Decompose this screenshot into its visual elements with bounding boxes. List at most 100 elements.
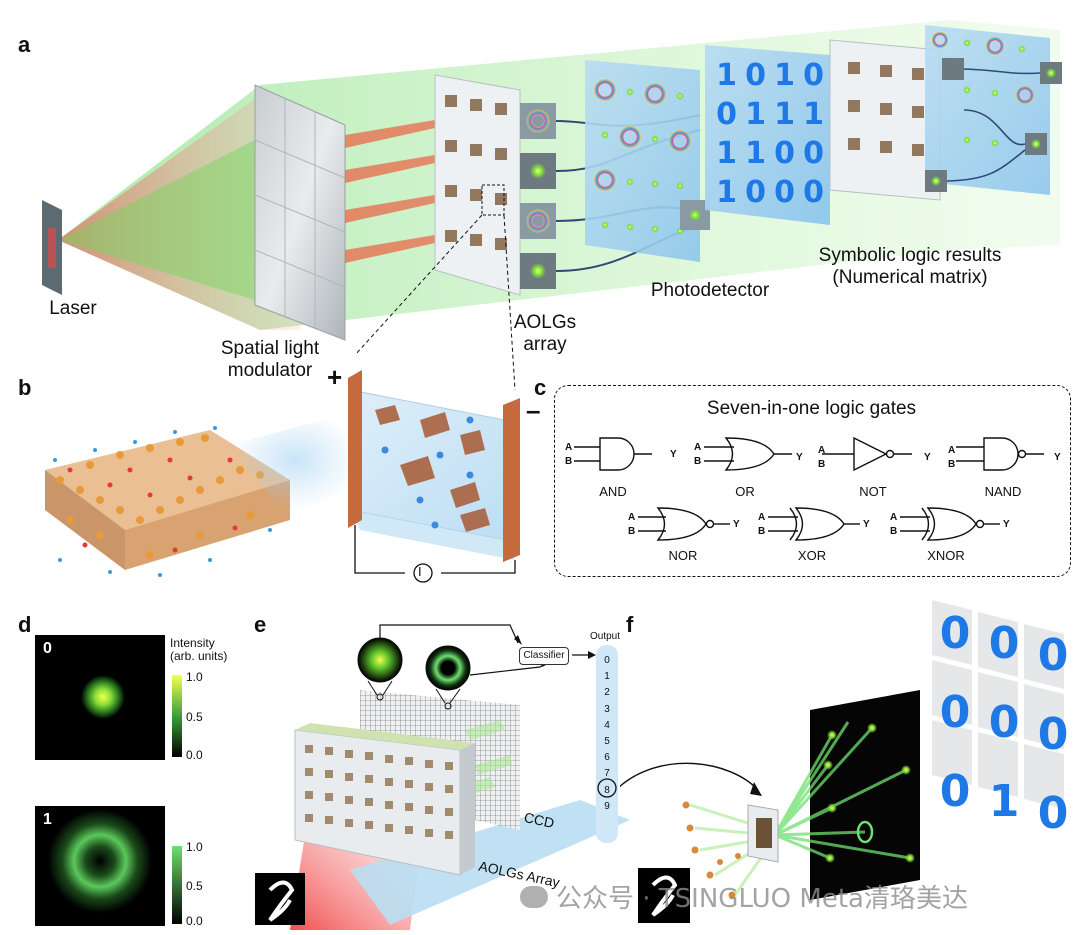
panel-d-letter: d [18, 612, 32, 637]
xor-pin-a: A [758, 512, 766, 523]
matrix-f-cell: 0 [988, 697, 1020, 748]
matrix-f-cell: 0 [1037, 630, 1069, 681]
matrix-cell: 1 [716, 175, 737, 210]
numerical-matrix-f: 0 0 0 0 0 0 0 1 0 [932, 608, 1076, 839]
logic-gates-title: Seven-in-one logic gates [706, 398, 917, 419]
output-item: 0 [604, 655, 610, 666]
intensity-map-1 [35, 806, 165, 926]
output-item: 7 [604, 768, 610, 780]
output-item: 1 [604, 671, 610, 683]
matrix-cell: 0 [803, 136, 824, 171]
gate-name-nor: NOR [668, 548, 698, 563]
watermark-text: 公众号 · TSINGLUO Meta清珞美达 [556, 884, 968, 914]
colorbar1-tick-mid: 0.5 [186, 879, 203, 893]
colorbar0-tick-mid: 0.5 [186, 710, 203, 724]
gate-name-xnor: XNOR [927, 548, 965, 563]
colorbar-1 [172, 846, 182, 924]
panel-b-illustration [45, 370, 520, 583]
colorbar-0 [172, 675, 182, 757]
results-label-line2: (Numerical matrix) [832, 267, 988, 288]
crystal-lattice [45, 426, 290, 577]
xnor-pin-a: A [890, 512, 898, 523]
panel-e-illustration [255, 624, 630, 930]
results-label-line1: Symbolic logic results [818, 245, 1002, 266]
matrix-cell: 1 [803, 97, 824, 132]
xnor-gate-icon [900, 507, 1000, 541]
output-item: 2 [604, 687, 610, 699]
matrix-f-cell: 1 [988, 776, 1020, 827]
matrix-cell: 1 [716, 58, 737, 93]
matrix-cell: 1 [745, 136, 766, 171]
or-pin-y: Y [796, 452, 803, 463]
wechat-icon [520, 885, 548, 908]
nor-gate-icon [638, 507, 730, 541]
panel-b-letter: b [18, 375, 32, 400]
colorbar-title: Intensity (arb. units) [170, 637, 227, 663]
slm-label-line2: modulator [227, 360, 313, 381]
watermark: 公众号 · TSINGLUO Meta清珞美达 [520, 878, 968, 915]
matrix-cell: 0 [774, 175, 795, 210]
colorbar-title-line2: (arb. units) [170, 649, 228, 663]
nor-pin-a: A [628, 512, 636, 523]
colorbar1-tick-min: 0.0 [186, 914, 203, 928]
matrix-f-cell: 0 [1037, 709, 1069, 760]
aolg-array-label: AOLGs array [505, 312, 585, 356]
output-item: 4 [604, 719, 610, 731]
matrix-f-cell: 0 [939, 687, 971, 738]
results-label: Symbolic logic results (Numerical matrix… [800, 245, 1020, 289]
or-pin-a: A [694, 442, 702, 453]
gate-name-nand: NAND [984, 484, 1022, 499]
gate-name-or: OR [735, 484, 755, 499]
not-pin-y: Y [924, 452, 931, 463]
xor-pin-y: Y [863, 519, 870, 530]
xnor-pin-y: Y [1003, 519, 1010, 530]
matrix-cell: 0 [716, 97, 737, 132]
matrix-f-cell: 0 [988, 618, 1020, 669]
matrix-f-cell: 0 [939, 766, 971, 817]
plus-terminal: + [327, 362, 343, 392]
colorbar-title-line1: Intensity [170, 636, 215, 650]
matrix-cell: 0 [803, 175, 824, 210]
aolg-label-line1: AOLGs [513, 312, 577, 333]
aolg-block-cells [305, 745, 453, 839]
matrix-cell: 1 [716, 136, 737, 171]
minus-terminal: – [526, 395, 541, 425]
gate-name-and: AND [599, 484, 627, 499]
map-label-0: 0 [43, 640, 52, 657]
output-item: 3 [604, 703, 610, 715]
or-gate-icon [704, 437, 792, 471]
gate-name-xor: XOR [797, 548, 827, 563]
and-pin-y: Y [670, 449, 677, 460]
xor-pin-b: B [758, 526, 766, 537]
intensity-map-0 [35, 635, 165, 760]
matrix-f-cell: 0 [1037, 788, 1069, 839]
output-item: 9 [604, 800, 610, 812]
classifier-box: Classifier [519, 647, 569, 665]
output-item: 6 [604, 752, 610, 764]
nor-pin-b: B [628, 526, 636, 537]
map-label-1: 1 [43, 811, 52, 828]
output-label: Output [590, 631, 621, 642]
matrix-cell: 0 [774, 136, 795, 171]
matrix-f-cell: 0 [939, 608, 971, 659]
photodetector-label: Photodetector [650, 280, 770, 301]
and-pin-a: A [565, 442, 573, 453]
slm-label-line1: Spatial light [220, 338, 320, 359]
matrix-cell: 1 [745, 97, 766, 132]
matrix-cell: 0 [745, 58, 766, 93]
panel-f-illustration [620, 600, 1064, 923]
laser-label: Laser [49, 298, 97, 319]
panel-c-letter: c [534, 375, 547, 400]
nand-pin-b: B [948, 459, 956, 470]
xor-gate-icon [768, 507, 860, 541]
logic-gate-symbols [574, 436, 1044, 541]
current-symbol: I [418, 564, 422, 579]
not-gate-icon [822, 436, 912, 472]
not-pin-a: A [818, 445, 826, 456]
matrix-cell: 0 [803, 58, 824, 93]
output-item: 5 [604, 736, 610, 748]
output-list: 0 1 2 3 4 5 6 7 8 9 [596, 653, 618, 815]
or-pin-b: B [694, 456, 702, 467]
matrix-cell: 0 [745, 175, 766, 210]
colorbar1-tick-max: 1.0 [186, 840, 203, 854]
